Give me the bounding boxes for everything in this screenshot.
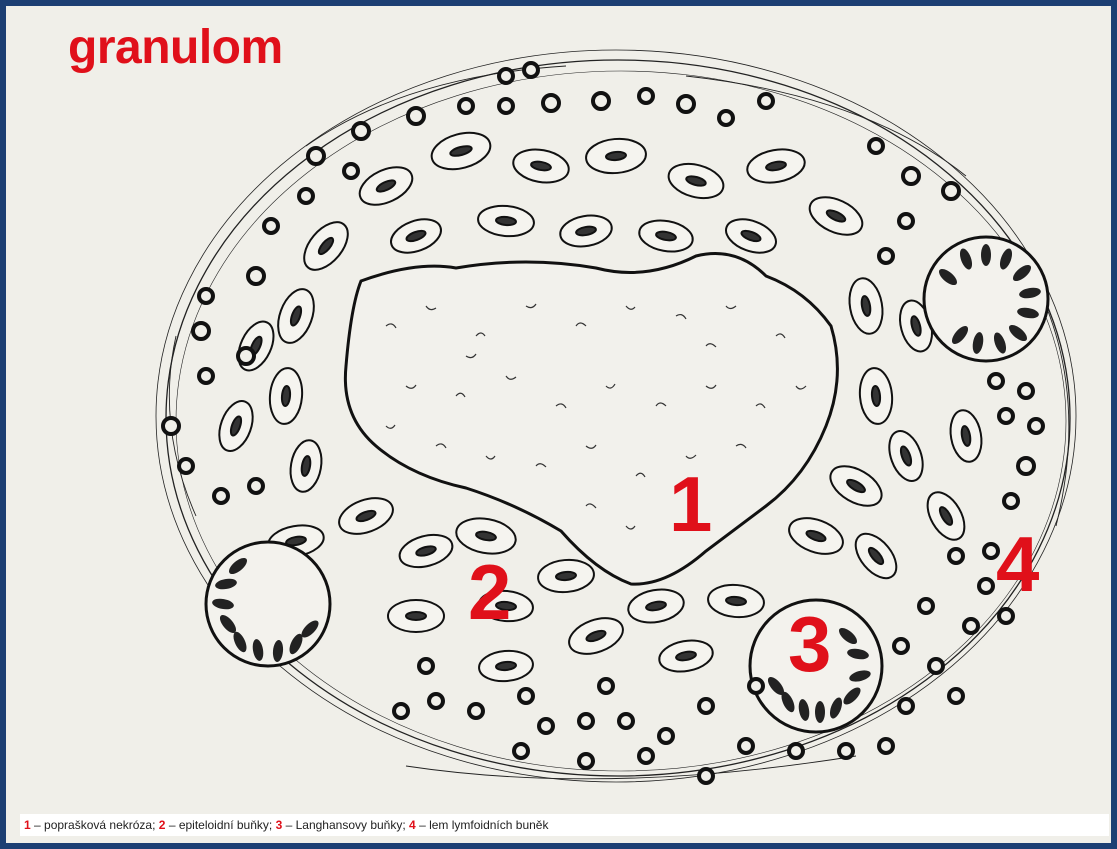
marker-2: 2 [468,548,511,636]
legend-text-1: – poprašková nekróza; [34,818,155,832]
legend-text-4: – lem lymfoidních buněk [419,818,548,832]
legend-num-1: 1 [24,818,31,832]
legend-num-3: 3 [276,818,283,832]
legend-text-2: – epiteloidní buňky; [169,818,272,832]
legend: 1 – poprašková nekróza; 2 – epiteloidní … [20,814,1109,836]
granuloma-drawing: 1 2 3 4 [6,6,1111,806]
slide: granulom [6,6,1111,843]
marker-1: 1 [669,460,712,548]
langhans-cell-left [206,542,330,666]
legend-text-3: – Langhansovy buňky; [286,818,406,832]
langhans-cell-right-top [924,237,1048,361]
marker-4: 4 [996,520,1039,608]
legend-num-4: 4 [409,818,416,832]
marker-3: 3 [788,600,831,688]
legend-num-2: 2 [159,818,166,832]
necrosis-zone [345,254,837,585]
